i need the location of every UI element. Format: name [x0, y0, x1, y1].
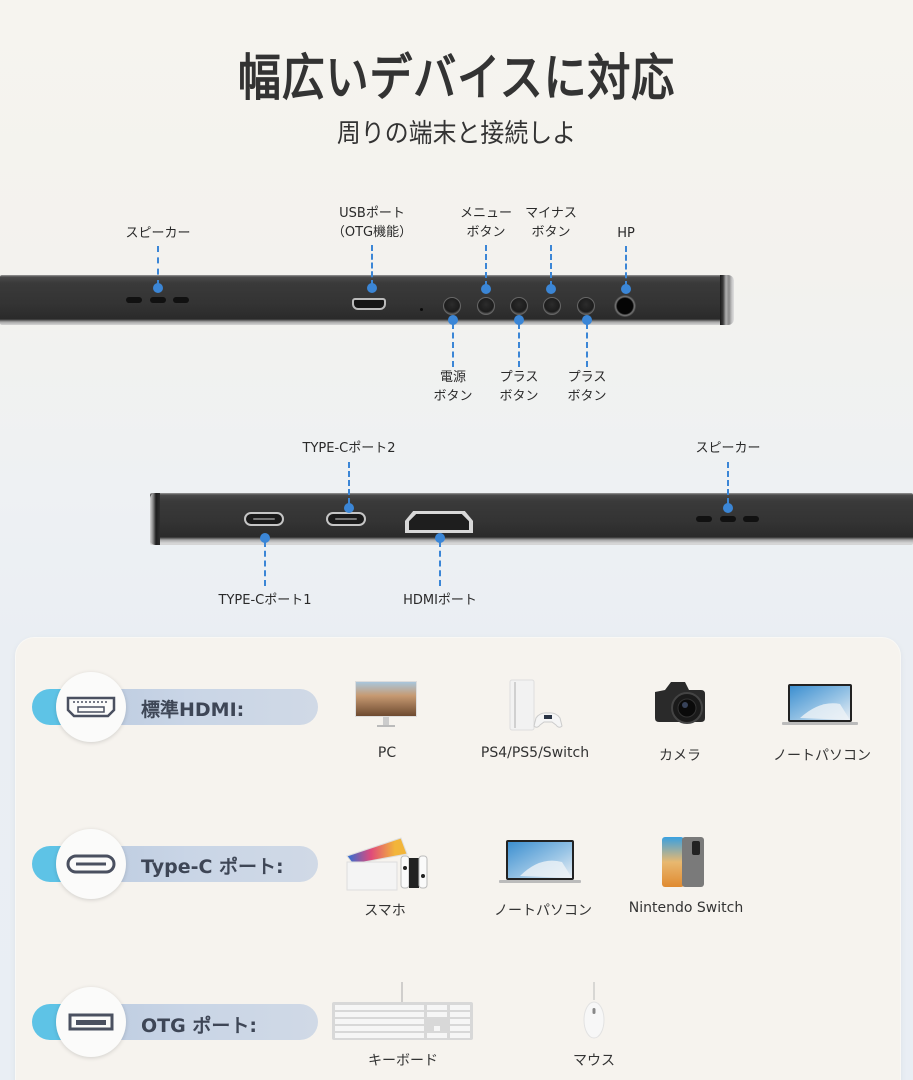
laptop-icon: [780, 682, 860, 728]
speaker-grille-icon: [126, 297, 142, 303]
callout-dot-icon: [367, 283, 377, 293]
callout-label-speaker: スピーカー: [125, 226, 191, 241]
page-subtitle: 周りの端末と接続しよ: [336, 119, 577, 149]
edge-endcap: [720, 275, 734, 325]
camera-icon: [651, 678, 711, 728]
mic-hole-icon: [420, 308, 423, 311]
micro-usb-port-icon: [352, 298, 386, 310]
callout-label-typec1: TYPE-Cポート1: [218, 593, 312, 608]
callout-dot-icon: [481, 284, 491, 294]
menu-button-icon: [477, 297, 495, 315]
callout-dot-icon: [582, 315, 592, 325]
device-label: ノートパソコン: [773, 748, 871, 764]
callout-line: [625, 246, 627, 287]
device-label: Nintendo Switch: [628, 900, 744, 916]
smartphone-icon: [660, 835, 706, 889]
plus-button-icon: [510, 297, 528, 315]
nintendo-switch-icon: [345, 834, 431, 892]
callout-line: [157, 246, 159, 286]
callout-label-hp: HP: [617, 226, 635, 241]
speaker-grille-icon: [696, 516, 712, 522]
port-label: OTG ポート:: [141, 1015, 257, 1037]
power-button-icon: [443, 297, 461, 315]
device-label: PC: [377, 745, 397, 761]
hdmi-port-icon: [405, 511, 473, 533]
callout-label-plus: プラス ボタン: [499, 370, 539, 404]
callout-line: [452, 323, 454, 367]
device-label: キーボード: [368, 1053, 438, 1069]
device-label: PS4/PS5/Switch: [480, 745, 590, 761]
callout-dot-icon: [723, 503, 733, 513]
port-label: Type-C ポート:: [141, 856, 284, 878]
callout-label-speaker: スピーカー: [695, 441, 761, 456]
callout-dot-icon: [153, 283, 163, 293]
callout-line: [550, 245, 552, 287]
headphone-jack-icon: [614, 295, 636, 317]
usb-c-port-icon: [56, 829, 126, 899]
device-label: ノートパソコン: [494, 903, 592, 919]
keyboard-icon: [330, 982, 475, 1042]
speaker-grille-icon: [173, 297, 189, 303]
port-label: 標準HDMI:: [141, 699, 245, 721]
callout-label-power: 電源 ボタン: [433, 370, 473, 404]
minus-button-icon: [543, 297, 561, 315]
callout-dot-icon: [514, 315, 524, 325]
callout-line: [264, 541, 266, 586]
speaker-grille-icon: [720, 516, 736, 522]
callout-line: [727, 462, 729, 504]
speaker-grille-icon: [743, 516, 759, 522]
callout-label-menu: メニュー ボタン: [459, 206, 513, 240]
laptop-icon: [498, 838, 582, 886]
monitor-icon: [354, 680, 418, 730]
callout-dot-icon: [621, 284, 631, 294]
callout-label-hdmi: HDMIポート: [403, 593, 477, 608]
callout-dot-icon: [435, 533, 445, 543]
plus-button-icon: [577, 297, 595, 315]
callout-line: [439, 541, 441, 586]
monitor-top-edge: [0, 275, 734, 325]
mouse-icon: [582, 982, 606, 1042]
page-title: 幅広いデバイスに対応: [237, 49, 676, 107]
callout-dot-icon: [344, 503, 354, 513]
callout-dot-icon: [448, 315, 458, 325]
callout-dot-icon: [546, 284, 556, 294]
callout-line: [586, 323, 588, 367]
device-label: マウス: [573, 1053, 615, 1069]
callout-line: [518, 323, 520, 367]
callout-line: [485, 245, 487, 287]
callout-line: [348, 462, 350, 504]
callout-label-plus: プラス ボタン: [567, 370, 607, 404]
usb-a-port-icon: [56, 987, 126, 1057]
edge-endcap: [150, 493, 160, 545]
device-label: スマホ: [364, 903, 406, 919]
game-console-icon: [506, 676, 566, 734]
device-label: カメラ: [659, 748, 701, 764]
callout-label-usb: USBポート （OTG機能）: [331, 206, 413, 240]
callout-dot-icon: [260, 533, 270, 543]
usb-c-port-2-icon: [326, 512, 366, 526]
callout-label-typec2: TYPE-Cポート2: [302, 441, 396, 456]
speaker-grille-icon: [150, 297, 166, 303]
hdmi-port-icon: [56, 672, 126, 742]
monitor-bottom-edge: [150, 493, 913, 545]
usb-c-port-1-icon: [244, 512, 284, 526]
callout-label-minus: マイナス ボタン: [525, 206, 577, 240]
callout-line: [371, 245, 373, 286]
